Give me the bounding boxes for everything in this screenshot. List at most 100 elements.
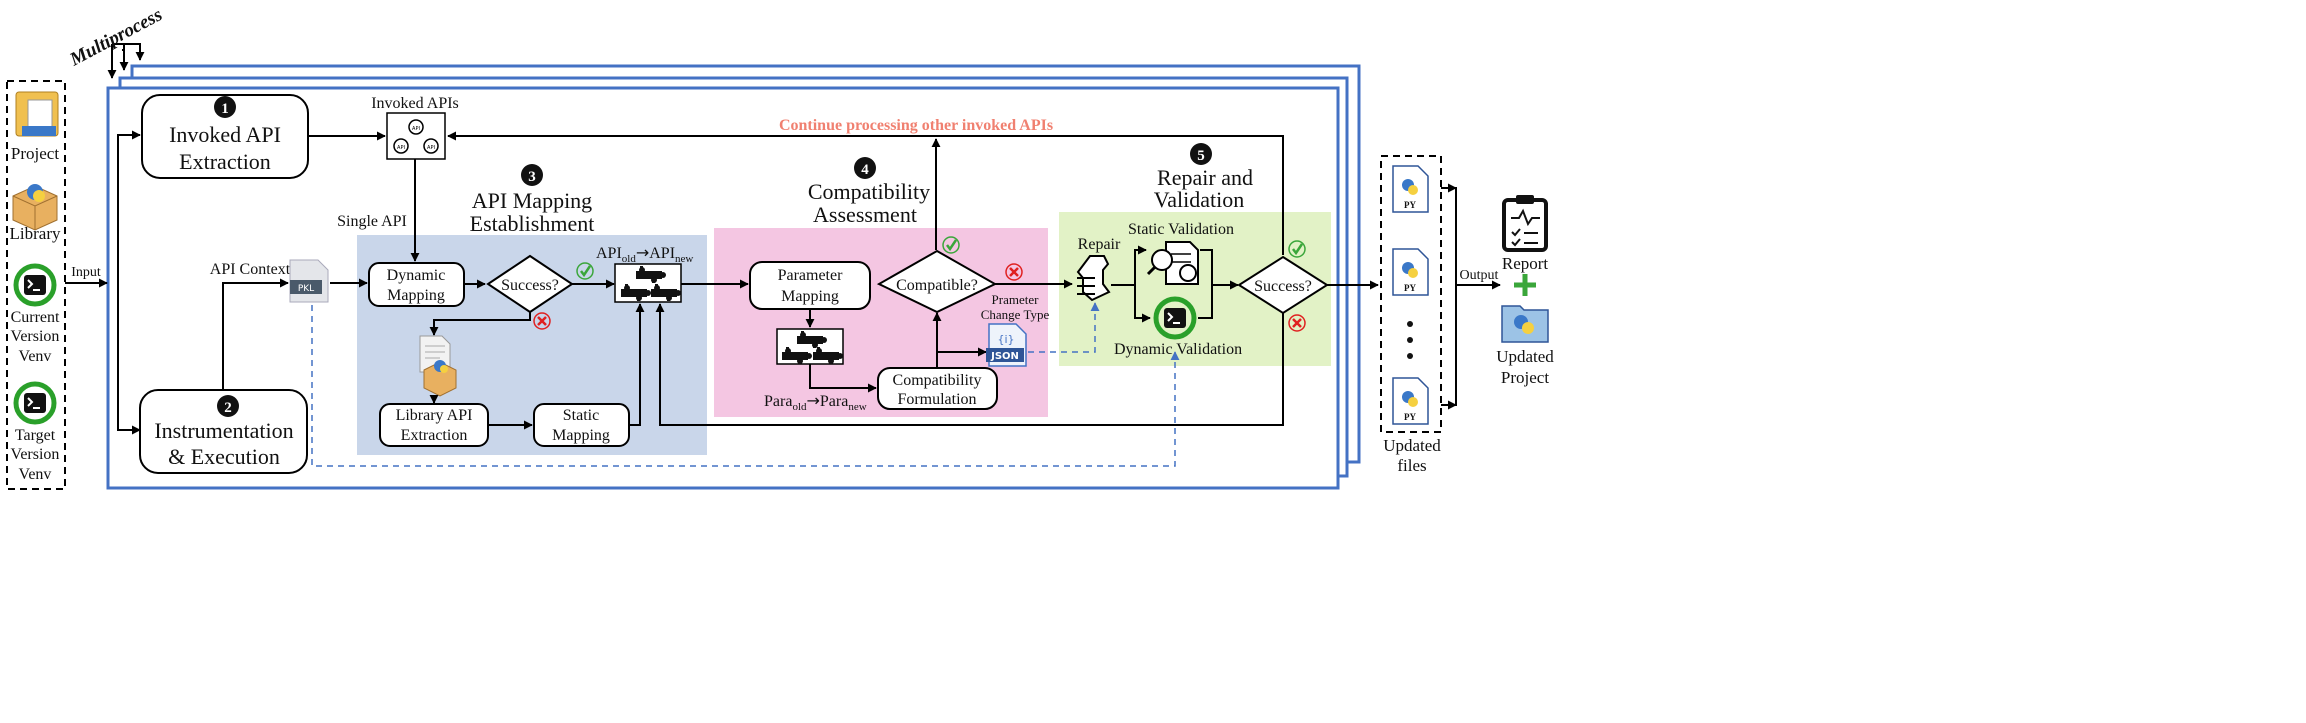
step5-line1: Repair and (1157, 165, 1253, 190)
step3-line2: Establishment (470, 211, 595, 236)
step1-line1: Invoked API (169, 122, 281, 147)
ellipsis-dot-3 (1407, 353, 1413, 359)
dynamic-validation-terminal-icon (1153, 296, 1197, 340)
dynamic-validation-label: Dynamic Validation (1114, 341, 1242, 358)
step1-number-badge (214, 96, 236, 118)
updated-project-line2: Project (1501, 368, 1549, 387)
prameter-change-type-line1: Prameter (992, 292, 1040, 307)
step2-line2: & Execution (168, 444, 280, 469)
invoked-apis-gears-icon: API API API (386, 112, 446, 160)
py-file-icon-2: PY (1392, 248, 1429, 296)
svg-text:API: API (427, 145, 435, 151)
prameter-change-type-line2: Change Type (981, 307, 1050, 322)
python-package-doc-icon (419, 335, 457, 397)
static-mapping-line1: Static (563, 407, 599, 424)
check-icon-5 (1288, 240, 1306, 258)
compatible-decision (876, 249, 998, 314)
success-3-label: Success? (501, 277, 559, 294)
step1-number: 1 (221, 101, 229, 117)
library-api-extraction-line2: Extraction (401, 427, 468, 444)
compatible-label: Compatible? (896, 277, 978, 294)
report-label: Report (1502, 254, 1549, 273)
step3-number-badge (521, 164, 543, 186)
api-context-label: API Context (210, 261, 291, 278)
svg-text:PKL: PKL (298, 284, 314, 294)
step2-line1: Instrumentation (154, 418, 293, 443)
target-venv-terminal-icon (13, 381, 57, 425)
updated-files-panel (1380, 155, 1442, 433)
api-pairs-puzzle-icon (614, 263, 682, 303)
step3-line1: API Mapping (472, 188, 592, 213)
report-clipboard-icon (1502, 195, 1548, 252)
dynamic-mapping-line1: Dynamic (387, 267, 446, 284)
target-venv-line2: Version (11, 446, 60, 463)
current-venv-line2: Version (11, 328, 60, 345)
input-label: Input (71, 265, 101, 280)
parameter-mapping-line1: Parameter (778, 267, 844, 284)
para-old-new-label: Paraold→Paranew (764, 391, 867, 413)
current-venv-line3: Venv (19, 348, 52, 365)
step4-line2: Assessment (813, 202, 917, 227)
project-folder-icon (15, 91, 59, 137)
step4-line1: Compatibility (808, 179, 930, 204)
ellipsis-dot-1 (1407, 321, 1413, 327)
compatibility-formulation-line1: Compatibility (893, 372, 982, 389)
step5-line2: Validation (1154, 187, 1244, 212)
svg-text:API: API (397, 145, 405, 151)
check-icon-4 (942, 236, 960, 254)
svg-text:API: API (412, 126, 420, 132)
ellipsis-dot-2 (1407, 337, 1413, 343)
updated-project-folder-icon (1501, 305, 1549, 343)
step3-number: 3 (528, 169, 536, 185)
step2-number-badge (217, 395, 239, 417)
current-venv-terminal-icon (13, 263, 57, 307)
step4-number-badge (854, 157, 876, 179)
success-5-label: Success? (1254, 278, 1312, 295)
pkl-file-icon: PKL (289, 259, 329, 303)
check-icon-3 (576, 262, 594, 280)
cross-icon-4 (1005, 263, 1023, 281)
cross-icon-5 (1288, 314, 1306, 332)
single-api-label: Single API (337, 213, 407, 230)
step5-number-badge (1190, 143, 1212, 165)
repair-label: Repair (1078, 236, 1121, 253)
dynamic-mapping-line2: Mapping (387, 287, 445, 304)
api-old-new-label: APIold→APInew (596, 243, 693, 265)
static-validation-label: Static Validation (1128, 221, 1234, 238)
step2-number: 2 (224, 400, 232, 416)
input-project-label: Project (11, 144, 59, 163)
continue-processing-note: Continue processing other invoked APIs (779, 117, 1053, 134)
updated-files-line1: Updated (1383, 436, 1441, 455)
step2-instrumentation-execution (139, 389, 308, 474)
json-file-icon: {i} JSON (986, 323, 1027, 367)
compatibility-formulation-line2: Formulation (897, 391, 976, 408)
repair-wrench-icon (1076, 255, 1111, 302)
target-venv-line3: Venv (19, 466, 52, 483)
input-library-label: Library (10, 224, 61, 243)
py-file-icon-1: PY (1392, 165, 1429, 213)
inputs-panel (6, 80, 66, 490)
parameter-mapping-line2: Mapping (781, 288, 839, 305)
static-validation-doc-icon (1146, 241, 1199, 285)
py-file-icon-3: PY (1392, 377, 1429, 425)
plus-icon (1514, 274, 1536, 296)
output-label: Output (1460, 268, 1499, 283)
target-venv-line1: Target (15, 427, 56, 444)
svg-text:{i}: {i} (997, 333, 1014, 346)
invoked-apis-label: Invoked APIs (371, 95, 459, 112)
svg-text:JSON: JSON (990, 351, 1019, 362)
svg-text:PY: PY (1404, 200, 1416, 210)
updated-project-line1: Updated (1496, 347, 1554, 366)
updated-files-line2: files (1397, 456, 1426, 475)
current-venv-line1: Current (11, 309, 60, 326)
step5-number: 5 (1197, 148, 1205, 164)
step1-line2: Extraction (179, 149, 271, 174)
multiprocess-label: Multiprocess (66, 4, 166, 71)
parameter-pairs-puzzle-icon (776, 328, 844, 365)
cross-icon-3 (533, 312, 551, 330)
svg-text:PY: PY (1404, 412, 1416, 422)
static-mapping-line2: Mapping (552, 427, 610, 444)
library-box-icon (12, 184, 58, 231)
svg-text:PY: PY (1404, 283, 1416, 293)
